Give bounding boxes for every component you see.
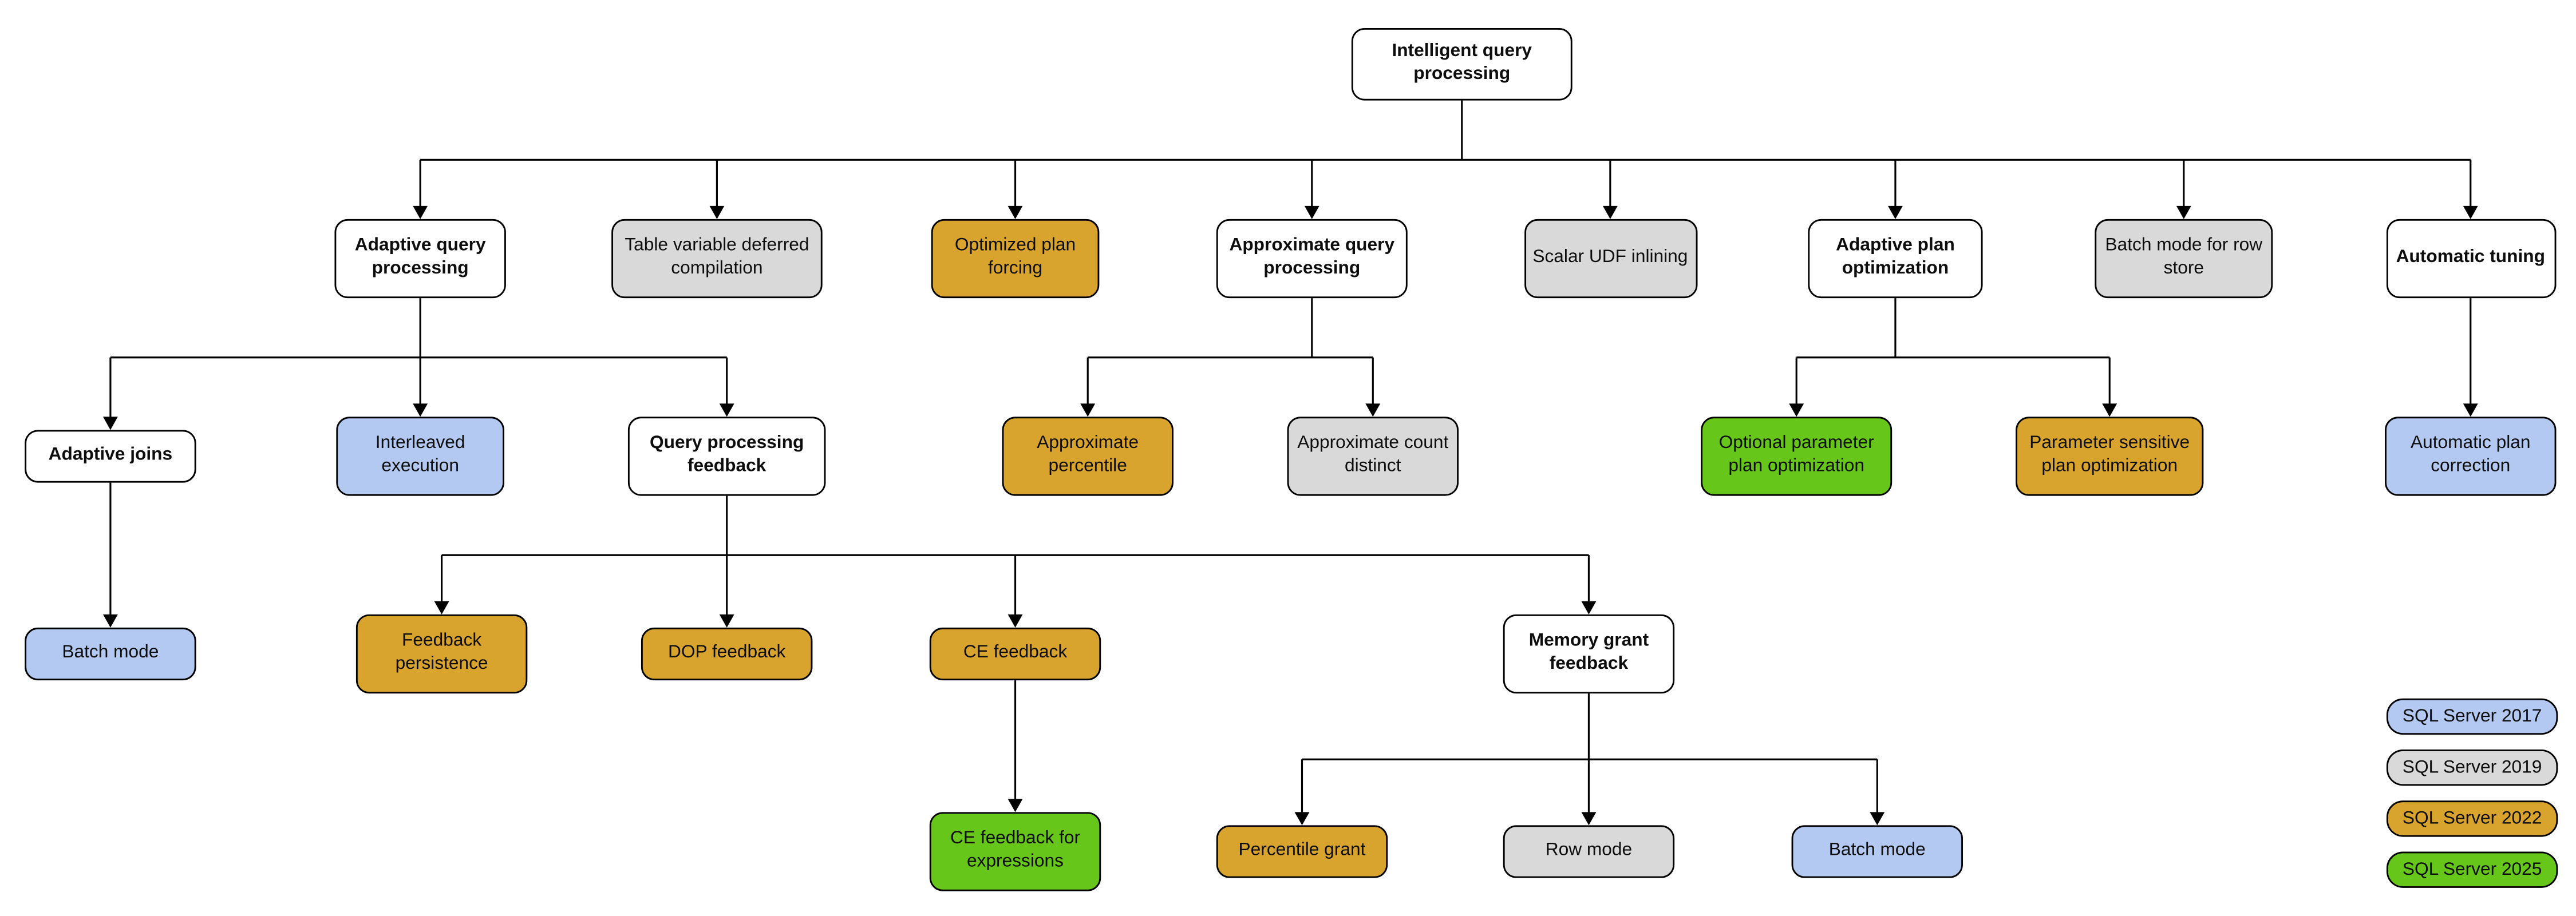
node-scalar-udf-inlining: Scalar UDF inlining	[1523, 219, 1697, 299]
node-adaptive-plan-optimization: Adaptive plan optimization	[1808, 219, 1983, 299]
node-approximate-count-distinct: Approximate count distinct	[1287, 417, 1459, 496]
arrowhead-dop-feedback	[719, 614, 734, 628]
node-batch-mode-adaptive-joins: Batch mode	[25, 627, 196, 681]
arrowhead-interleaved-execution	[413, 403, 428, 417]
node-batch-mode-memory-grant: Batch mode	[1791, 825, 1963, 878]
node-adaptive-joins: Adaptive joins	[25, 430, 196, 483]
arrowhead-ce-feedback-for-expressions	[1008, 799, 1023, 812]
arrowhead-ce-feedback	[1008, 614, 1023, 628]
node-optimized-plan-forcing: Optimized plan forcing	[931, 219, 1100, 299]
node-ce-feedback: CE feedback	[929, 627, 1101, 681]
arrowhead-memory-grant-feedback	[1581, 601, 1597, 614]
node-optional-parameter-plan-optimization: Optional parameter plan optimization	[1701, 417, 1893, 496]
node-query-processing-feedback: Query processing feedback	[627, 417, 826, 496]
node-memory-grant-feedback: Memory grant feedback	[1503, 614, 1675, 694]
arrowhead-batch-mode-for-row-store	[2176, 205, 2191, 219]
node-automatic-plan-correction: Automatic plan correction	[2385, 417, 2557, 496]
arrowhead-approximate-query-processing	[1304, 205, 1319, 219]
node-approximate-percentile: Approximate percentile	[1002, 417, 1174, 496]
edge-adaptive-plan-optimization	[1795, 298, 2111, 407]
node-interleaved-execution: Interleaved execution	[336, 417, 505, 496]
node-row-mode: Row mode	[1503, 825, 1675, 878]
arrowhead-approximate-count-distinct	[1365, 403, 1381, 417]
legend-item-2017: SQL Server 2017	[2386, 698, 2558, 735]
arrowhead-scalar-udf-inlining	[1602, 205, 1618, 219]
edge-query-processing-feedback	[441, 495, 1590, 618]
node-dop-feedback: DOP feedback	[641, 627, 813, 681]
node-adaptive-query-processing: Adaptive query processing	[334, 219, 506, 299]
node-ce-feedback-for-expressions: CE feedback for expressions	[929, 812, 1101, 891]
arrowhead-optimized-plan-forcing	[1008, 205, 1023, 219]
arrowhead-automatic-plan-correction	[2463, 403, 2478, 417]
arrowhead-approximate-percentile	[1080, 403, 1096, 417]
node-percentile-grant: Percentile grant	[1216, 825, 1388, 878]
arrowhead-batch-mode-adaptive-joins	[102, 614, 118, 628]
arrowhead-parameter-sensitive-plan-optimization	[2102, 403, 2117, 417]
legend-item-2025: SQL Server 2025	[2386, 851, 2558, 888]
arrowhead-optional-parameter-plan-optimization	[1789, 403, 1804, 417]
edge-adaptive-query-processing	[109, 298, 728, 421]
arrowhead-adaptive-query-processing	[413, 205, 428, 219]
legend-item-2022: SQL Server 2022	[2386, 800, 2558, 837]
edge-intelligent-query-processing	[419, 100, 2472, 209]
arrowhead-adaptive-plan-optimization	[1888, 205, 1903, 219]
arrowhead-feedback-persistence	[434, 601, 449, 614]
node-table-variable-deferred-compilation: Table variable deferred compilation	[611, 219, 823, 299]
arrowhead-adaptive-joins	[102, 417, 118, 430]
edge-approximate-query-processing	[1086, 298, 1374, 407]
node-approximate-query-processing: Approximate query processing	[1216, 219, 1408, 299]
arrowhead-query-processing-feedback	[719, 403, 734, 417]
node-automatic-tuning: Automatic tuning	[2385, 219, 2556, 299]
legend-item-2019: SQL Server 2019	[2386, 749, 2558, 786]
arrowhead-batch-mode-memory-grant	[1870, 812, 1885, 826]
node-feedback-persistence: Feedback persistence	[355, 614, 528, 694]
edge-memory-grant-feedback	[1301, 693, 1878, 816]
arrowhead-row-mode	[1581, 812, 1597, 826]
arrowhead-table-variable-deferred-compilation	[709, 205, 725, 219]
arrowhead-automatic-tuning	[2463, 205, 2478, 219]
arrowhead-percentile-grant	[1294, 812, 1310, 826]
node-parameter-sensitive-plan-optimization: Parameter sensitive plan optimization	[2016, 417, 2204, 496]
node-batch-mode-for-row-store: Batch mode for row store	[2095, 219, 2273, 299]
node-intelligent-query-processing: Intelligent query processing	[1351, 27, 1573, 101]
